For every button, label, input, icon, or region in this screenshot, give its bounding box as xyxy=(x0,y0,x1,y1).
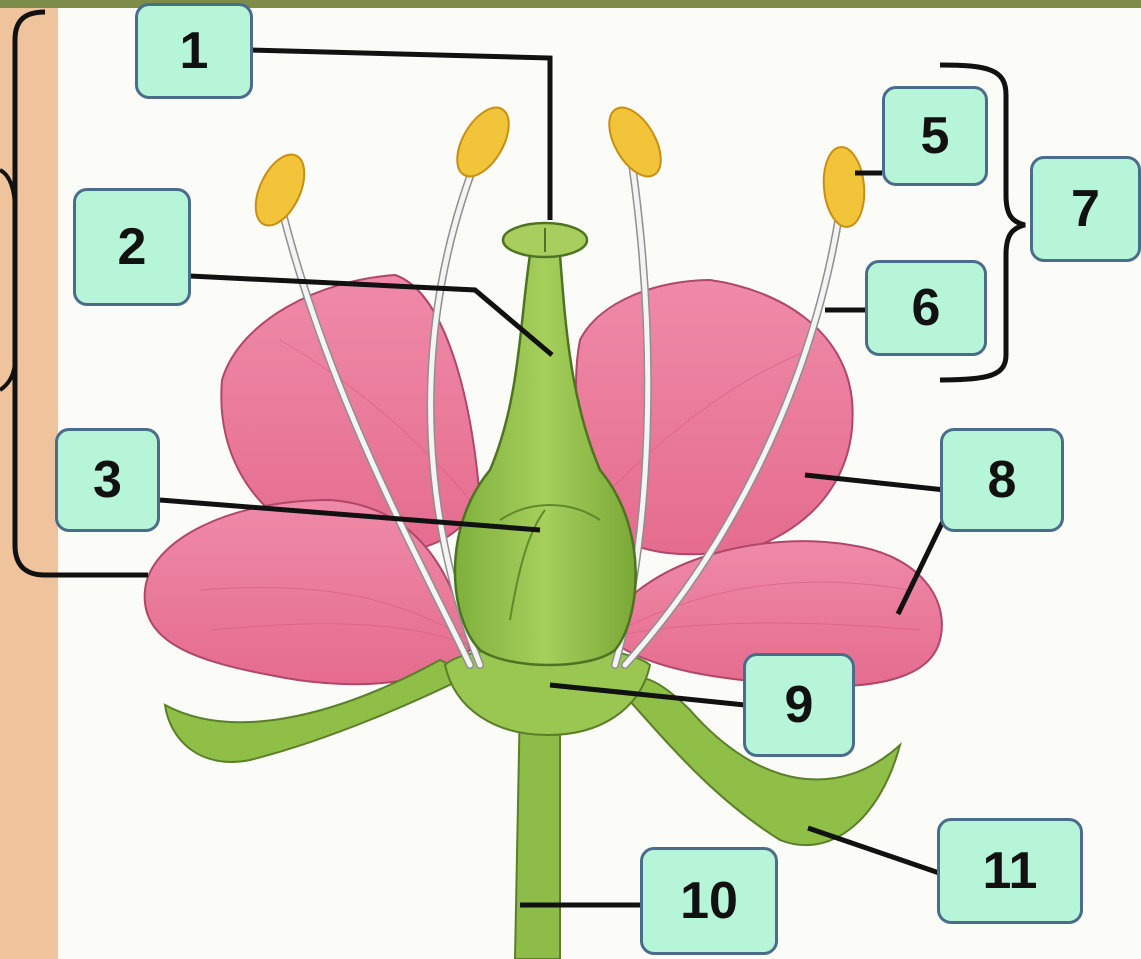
label-11: 11 xyxy=(937,818,1083,924)
label-7: 7 xyxy=(1030,156,1141,262)
label-6: 6 xyxy=(865,260,987,356)
anthers xyxy=(246,99,868,233)
label-5: 5 xyxy=(882,86,988,186)
label-9: 9 xyxy=(743,653,855,757)
label-2: 2 xyxy=(73,188,191,306)
label-3: 3 xyxy=(55,428,160,532)
label-10: 10 xyxy=(640,847,778,955)
label-1: 1 xyxy=(135,3,253,99)
label-8: 8 xyxy=(940,428,1064,532)
stem xyxy=(515,700,560,959)
